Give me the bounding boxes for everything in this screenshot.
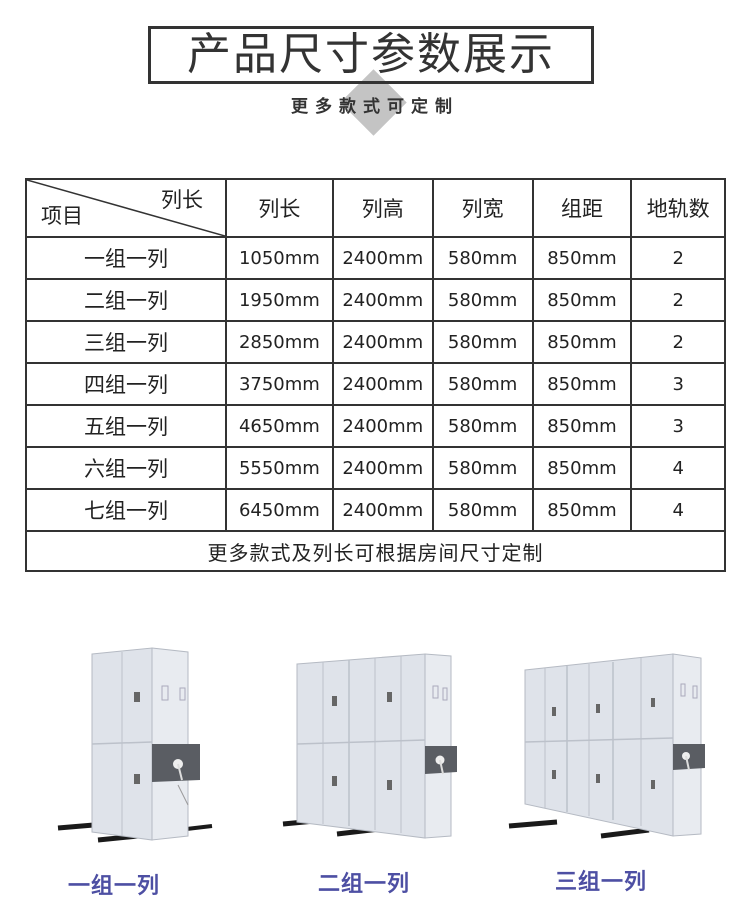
table-cell: 3 bbox=[630, 362, 726, 406]
table-cell: 3750mm bbox=[224, 362, 334, 406]
table-cell: 850mm bbox=[531, 362, 633, 406]
table-cell: 2400mm bbox=[331, 446, 434, 490]
page-subtitle: 更多款式可定制 bbox=[291, 97, 459, 117]
table-cell: 580mm bbox=[431, 236, 534, 280]
cabinet-image bbox=[282, 653, 457, 839]
table-cell: 850mm bbox=[531, 446, 633, 490]
row-label: 六组一列 bbox=[25, 446, 227, 490]
table-cell: 2400mm bbox=[331, 362, 434, 406]
row-label: 五组一列 bbox=[25, 404, 227, 448]
cabinet-image bbox=[508, 653, 705, 839]
row-label: 二组一列 bbox=[25, 278, 227, 322]
table-row: 一组一列 1050mm 2400mm 580mm 850mm 2 bbox=[25, 236, 726, 280]
table-cell: 4 bbox=[630, 488, 726, 532]
table-cell: 5550mm bbox=[224, 446, 334, 490]
table-cell: 2400mm bbox=[331, 236, 434, 280]
table-cell: 2 bbox=[630, 236, 726, 280]
table-row: 七组一列 6450mm 2400mm 580mm 850mm 4 bbox=[25, 488, 726, 532]
corner-column-label: 列长 bbox=[160, 188, 203, 212]
table-row: 三组一列 2850mm 2400mm 580mm 850mm 2 bbox=[25, 320, 726, 364]
table-cell: 580mm bbox=[431, 278, 534, 322]
row-label: 四组一列 bbox=[25, 362, 227, 406]
table-cell: 2400mm bbox=[331, 488, 434, 532]
row-label: 一组一列 bbox=[25, 236, 227, 280]
table-cell: 2400mm bbox=[331, 404, 434, 448]
table-cell: 580mm bbox=[431, 404, 534, 448]
page-title: 产品尺寸参数展示 bbox=[187, 29, 555, 80]
table-cell: 1050mm bbox=[224, 236, 334, 280]
table-row: 六组一列 5550mm 2400mm 580mm 850mm 4 bbox=[25, 446, 726, 490]
table-cell: 850mm bbox=[531, 488, 633, 532]
table-cell: 850mm bbox=[531, 404, 633, 448]
table-cell: 850mm bbox=[531, 236, 633, 280]
table-cell: 2850mm bbox=[224, 320, 334, 364]
corner-row-label: 项目 bbox=[41, 204, 83, 228]
table-cell: 4650mm bbox=[224, 404, 334, 448]
table-cell: 2400mm bbox=[331, 320, 434, 364]
row-label: 三组一列 bbox=[25, 320, 227, 364]
column-header: 组距 bbox=[531, 178, 633, 238]
cabinet-image bbox=[57, 647, 213, 843]
table-cell: 580mm bbox=[431, 362, 534, 406]
column-header: 列高 bbox=[331, 178, 434, 238]
table-cell: 6450mm bbox=[224, 488, 334, 532]
title-box: 产品尺寸参数展示 bbox=[148, 26, 594, 84]
column-header: 地轨数 bbox=[630, 178, 726, 238]
corner-header-cell: 列长 项目 bbox=[25, 178, 227, 238]
table-header-row: 列长 项目 列长 列高 列宽 组距 地轨数 bbox=[25, 178, 726, 238]
product-caption: 一组一列 bbox=[68, 874, 161, 899]
table-row: 四组一列 3750mm 2400mm 580mm 850mm 3 bbox=[25, 362, 726, 406]
table-cell: 850mm bbox=[531, 320, 633, 364]
table-cell: 580mm bbox=[431, 446, 534, 490]
table-cell: 580mm bbox=[431, 320, 534, 364]
table-cell: 3 bbox=[630, 404, 726, 448]
column-header: 列宽 bbox=[431, 178, 534, 238]
table-cell: 4 bbox=[630, 446, 726, 490]
row-label: 七组一列 bbox=[25, 488, 227, 532]
table-row: 二组一列 1950mm 2400mm 580mm 850mm 2 bbox=[25, 278, 726, 322]
table-cell: 1950mm bbox=[224, 278, 334, 322]
spec-table: 列长 项目 列长 列高 列宽 组距 地轨数 一组一列 1050mm 2400mm… bbox=[25, 178, 726, 572]
table-cell: 2400mm bbox=[331, 278, 434, 322]
table-cell: 2 bbox=[630, 320, 726, 364]
table-cell: 2 bbox=[630, 278, 726, 322]
table-footer-note: 更多款式及列长可根据房间尺寸定制 bbox=[25, 530, 726, 572]
diagonal-line bbox=[27, 181, 224, 235]
product-caption: 三组一列 bbox=[555, 870, 648, 895]
table-footer-row: 更多款式及列长可根据房间尺寸定制 bbox=[25, 530, 726, 572]
product-caption: 二组一列 bbox=[318, 872, 411, 897]
table-row: 五组一列 4650mm 2400mm 580mm 850mm 3 bbox=[25, 404, 726, 448]
table-cell: 580mm bbox=[431, 488, 534, 532]
table-cell: 850mm bbox=[531, 278, 633, 322]
column-header: 列长 bbox=[224, 178, 334, 238]
